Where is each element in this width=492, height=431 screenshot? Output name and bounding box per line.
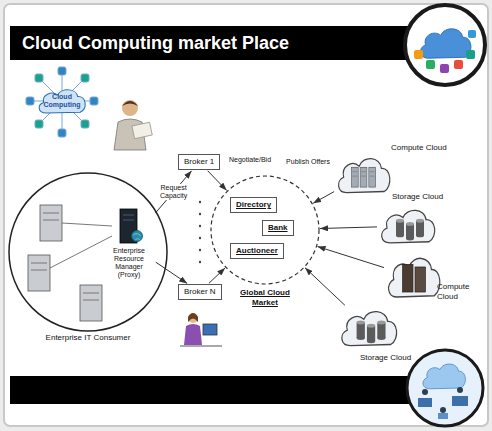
enterprise-circle: Enterprise IT ConsumerEnterprise Resourc… bbox=[8, 172, 168, 332]
broker-woman bbox=[180, 313, 222, 346]
node-label: Compute Cloud bbox=[391, 143, 492, 153]
market-box: Directory bbox=[230, 197, 277, 213]
box-label: Broker N bbox=[184, 287, 216, 297]
connector-arrow bbox=[305, 268, 345, 306]
bottom-bar bbox=[10, 376, 440, 404]
node-label: Enterprise Resource Manager (Proxy) bbox=[103, 247, 155, 279]
cloud-hub: Cloud Computing bbox=[36, 86, 88, 116]
box-label: Broker 1 bbox=[184, 157, 214, 167]
node-label: Compute Cloud bbox=[437, 282, 477, 302]
connector-arrow bbox=[313, 192, 334, 204]
connector-arrow bbox=[320, 227, 377, 229]
provider-cloud: Storage Cloud bbox=[378, 192, 478, 248]
market-circle: Global Cloud MarketDirectoryBankAuctione… bbox=[210, 175, 320, 285]
market-box: Auctioneer bbox=[230, 243, 284, 259]
cloud-icon bbox=[338, 306, 400, 350]
edge-label: Publish Offers bbox=[285, 158, 331, 166]
cloud-hub-icons bbox=[26, 67, 98, 137]
slide-title: Cloud Computing market Place bbox=[22, 31, 289, 55]
cloud-icon bbox=[335, 153, 393, 197]
broker-box: Broker 1 bbox=[178, 154, 220, 170]
slide-frame bbox=[4, 4, 488, 426]
box-label: Auctioneer bbox=[236, 246, 278, 256]
cloud-icon bbox=[378, 205, 438, 247]
provider-cloud: Storage Cloud bbox=[338, 306, 428, 368]
proxy-server-icon bbox=[103, 207, 155, 245]
connector-arrow bbox=[156, 262, 187, 283]
box-label: Bank bbox=[268, 223, 288, 233]
edge-label: Negotiate/Bid bbox=[228, 156, 272, 164]
node-label: Storage Cloud bbox=[360, 353, 450, 363]
connector-arrow bbox=[209, 268, 225, 283]
proxy-server: Enterprise Resource Manager (Proxy) bbox=[103, 207, 155, 281]
box-label: Directory bbox=[236, 200, 271, 210]
node-label: Storage Cloud bbox=[392, 192, 492, 202]
connector-arrow bbox=[318, 247, 385, 268]
bottom-right-badge bbox=[407, 350, 483, 426]
provider-cloud: Compute Cloud bbox=[335, 143, 450, 198]
edge-label: Request Capacity bbox=[153, 184, 195, 200]
enterprise-servers bbox=[28, 205, 112, 321]
node-label: Global Cloud Market bbox=[235, 288, 295, 308]
provider-cloud: Compute Cloud bbox=[385, 252, 480, 304]
broker-box: Broker N bbox=[178, 284, 222, 300]
cloud-icon bbox=[385, 252, 443, 302]
broker-dots bbox=[199, 201, 201, 263]
title-bar bbox=[10, 26, 440, 60]
broker-person bbox=[114, 100, 152, 150]
top-right-badge bbox=[405, 5, 485, 85]
market-box: Bank bbox=[262, 220, 294, 236]
node-label: Enterprise IT Consumer bbox=[28, 333, 148, 343]
connector-arrow bbox=[208, 171, 227, 191]
node-label: Cloud Computing bbox=[40, 93, 84, 109]
